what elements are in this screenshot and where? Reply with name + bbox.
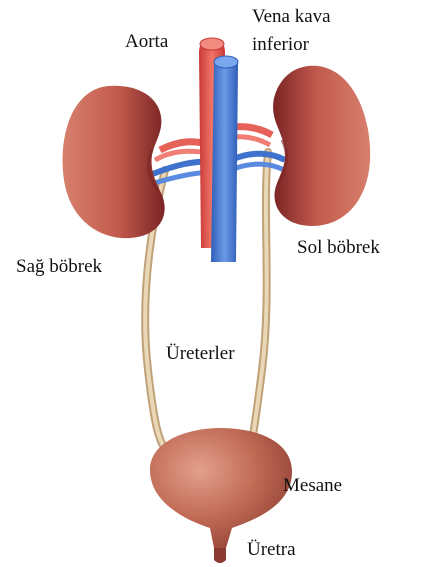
kidney-left-anatomical: [273, 66, 370, 226]
label-vena-kava-line1: Vena kava: [252, 6, 331, 27]
label-mesane: Mesane: [283, 475, 342, 496]
label-sol-bobrek: Sol böbrek: [297, 237, 380, 258]
vena-kava-inferior: [211, 56, 238, 262]
label-ureterler: Üreterler: [166, 343, 235, 364]
label-aorta: Aorta: [125, 31, 168, 52]
label-uretra: Üretra: [247, 539, 296, 560]
label-vena-kava-line2: inferior: [252, 34, 309, 55]
kidney-right-anatomical: [63, 86, 165, 238]
label-sag-bobrek: Sağ böbrek: [16, 256, 102, 277]
